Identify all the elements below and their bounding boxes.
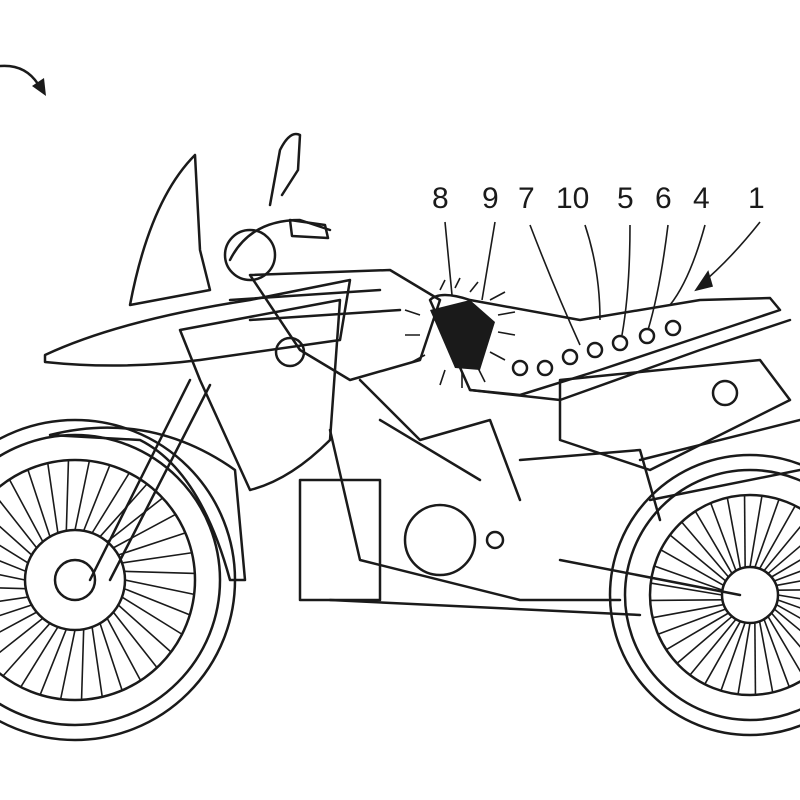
heating-element (638, 327, 656, 345)
spoke (758, 505, 796, 570)
heating-element (536, 359, 554, 377)
spoke (681, 521, 730, 578)
spoke (99, 623, 123, 691)
spoke (652, 603, 724, 619)
heating-element (511, 359, 529, 377)
spoke (767, 545, 800, 575)
heating-zone-hatched (430, 300, 495, 370)
spoke (775, 603, 800, 619)
spoke (39, 628, 68, 696)
spoke (654, 565, 723, 591)
fuel-tank (228, 268, 442, 382)
spoke (0, 560, 27, 573)
spoke (777, 599, 800, 609)
spoke (777, 589, 800, 591)
seat (404, 277, 792, 402)
reference-numeral-5: 5 (617, 182, 634, 215)
spoke (773, 608, 800, 632)
spoke (0, 604, 32, 617)
spoke (0, 500, 38, 549)
spoke (112, 513, 176, 549)
spoke (20, 626, 59, 688)
spoke (0, 587, 26, 590)
spoke (749, 495, 763, 568)
figure-arrow-icon (0, 64, 46, 96)
heating-element (664, 319, 682, 337)
spoke (720, 622, 746, 691)
front-wheel (0, 418, 237, 742)
spoke (773, 570, 800, 582)
spoke (0, 525, 33, 556)
spoke (91, 626, 104, 697)
leader-lines (444, 221, 761, 346)
spoke (46, 463, 59, 534)
spoke (669, 534, 727, 582)
spoke (0, 573, 26, 581)
reference-numeral-7: 7 (518, 182, 535, 215)
spoke (112, 611, 158, 669)
spoke (726, 497, 742, 569)
spoke (754, 622, 757, 695)
spoke (743, 495, 746, 568)
spoke (770, 612, 800, 648)
front-fairing (43, 153, 352, 492)
spoke (776, 580, 800, 587)
heating-element (561, 348, 579, 366)
reference-numeral-4: 4 (693, 182, 710, 215)
spoke (650, 582, 723, 596)
spoke (106, 497, 164, 543)
spoke (763, 618, 791, 688)
frame-engine (298, 358, 800, 617)
spoke (689, 618, 737, 676)
spoke (694, 510, 733, 574)
spoke (80, 629, 85, 700)
spoke (65, 460, 70, 531)
spoke (123, 587, 191, 616)
spoke (124, 579, 195, 596)
spoke (118, 532, 186, 556)
reference-numeral-1: 1 (748, 182, 765, 215)
reference-numeral-8: 8 (432, 182, 449, 215)
spoke (82, 464, 111, 532)
spoke (91, 472, 130, 534)
rear-wheel (608, 453, 800, 737)
reference-numeral-10: 10 (556, 182, 590, 215)
spoke (59, 629, 76, 700)
front-fork (48, 378, 247, 582)
spoke (0, 611, 38, 633)
spoke (709, 502, 737, 572)
spoke (665, 612, 729, 651)
spoke (27, 469, 51, 537)
spoke (767, 616, 800, 673)
spoke (758, 621, 774, 693)
spoke (0, 544, 29, 564)
spoke (660, 549, 725, 587)
spoke (124, 570, 195, 575)
spoke (8, 479, 44, 543)
reference-numeral-9: 9 (482, 182, 499, 215)
spoke (74, 460, 91, 531)
spoke (121, 596, 183, 635)
spoke (117, 604, 172, 653)
spoke (754, 499, 780, 568)
heating-element (586, 341, 604, 359)
spoke (704, 620, 742, 685)
spoke (777, 594, 800, 600)
spoke (106, 617, 142, 681)
spoke (737, 622, 751, 695)
reference-numeral-6: 6 (655, 182, 672, 215)
heating-element (611, 334, 629, 352)
spoke (0, 596, 29, 602)
spoke (121, 551, 192, 564)
spoke (2, 622, 51, 677)
spoke (763, 525, 800, 572)
spoke (676, 615, 733, 664)
spoke (650, 599, 723, 602)
spoke (771, 559, 800, 578)
spoke (657, 608, 727, 636)
handlebar (223, 132, 332, 282)
spoke (0, 617, 44, 654)
radiant-heat-lines (404, 277, 516, 388)
